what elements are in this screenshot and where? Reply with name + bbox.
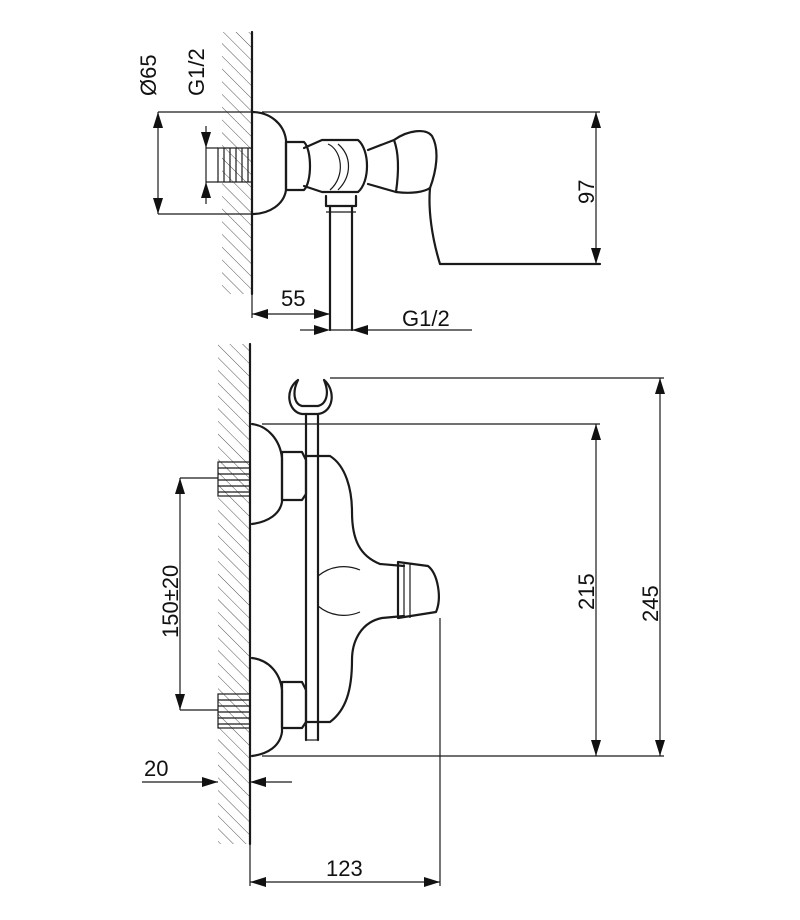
front-upper-nut <box>280 450 308 502</box>
top-nut <box>284 140 312 192</box>
front-upper-thread <box>217 461 251 497</box>
depth-55-label: 55 <box>281 286 305 311</box>
front-mixer-body <box>304 454 406 724</box>
top-outlet-pipe <box>324 194 358 208</box>
front-handle-cap <box>396 560 440 620</box>
top-escutcheon <box>250 110 288 216</box>
top-lever <box>366 130 602 266</box>
front-lower-nut <box>280 680 308 730</box>
height-215-label: 215 <box>574 573 599 610</box>
height-97-label: 97 <box>574 180 599 204</box>
spacing-150-label: 150±20 <box>158 565 183 638</box>
front-upper-escutcheon <box>250 422 284 526</box>
width-123-label: 123 <box>326 856 363 881</box>
top-body <box>302 138 369 194</box>
offset-20-label: 20 <box>144 756 168 781</box>
front-shower-holder <box>288 378 333 416</box>
front-lower-thread <box>217 693 251 729</box>
front-lower-escutcheon <box>250 656 284 758</box>
g12-outlet-label: G1/2 <box>402 306 450 331</box>
top-wall-hatch <box>222 32 252 294</box>
top-view: Ø65 G1/2 97 55 G1/2 <box>136 30 602 335</box>
front-view: 150±20 215 245 20 123 <box>142 342 665 887</box>
g12-inlet-label: G1/2 <box>184 48 209 96</box>
height-245-label: 245 <box>638 585 663 622</box>
dia-65-label: Ø65 <box>136 54 161 96</box>
front-wall-hatch <box>218 344 250 844</box>
top-thread <box>217 147 253 183</box>
